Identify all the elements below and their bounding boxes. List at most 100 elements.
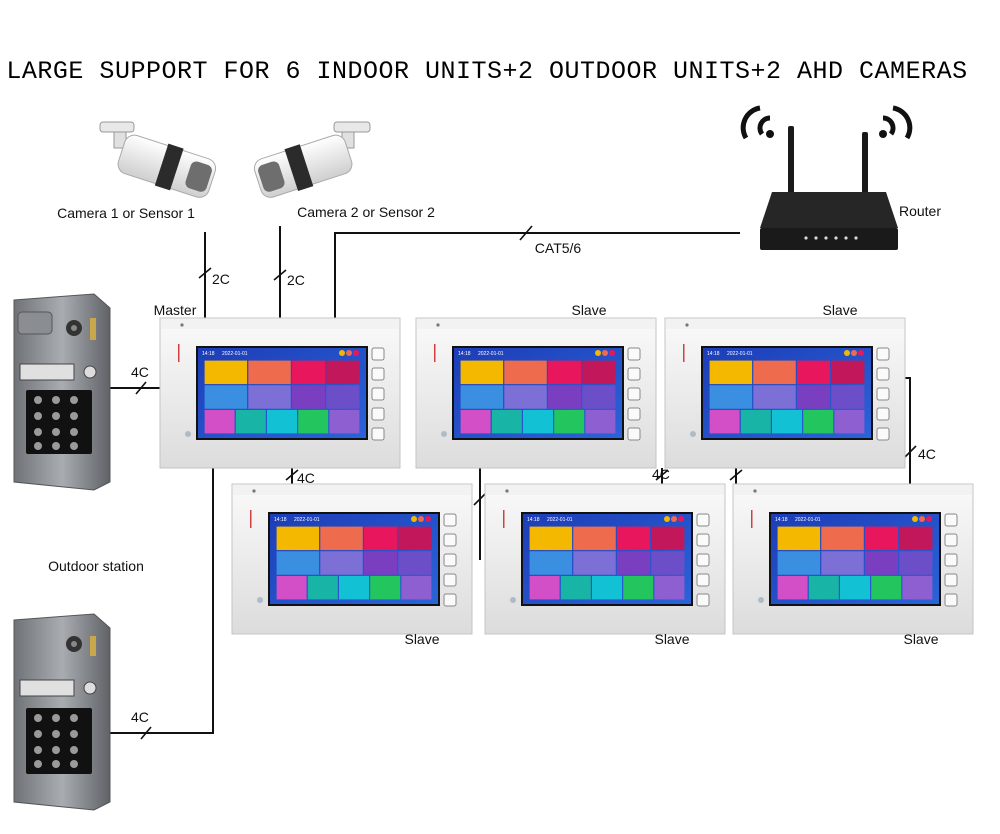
slave-label-top-1: Slave bbox=[571, 302, 606, 318]
screen-tile bbox=[307, 575, 338, 600]
screen-tile bbox=[840, 575, 870, 600]
monitor-side-button[interactable] bbox=[627, 367, 641, 381]
monitor-side-button[interactable] bbox=[876, 427, 890, 441]
screen-tile bbox=[709, 385, 753, 409]
screen-tile bbox=[808, 575, 839, 600]
screen-tile bbox=[326, 360, 360, 385]
screen-tile bbox=[592, 575, 622, 600]
screen-tile bbox=[864, 526, 899, 551]
screen-tile bbox=[547, 360, 582, 385]
slave-label-top-2: Slave bbox=[822, 302, 857, 318]
screen-tile bbox=[523, 409, 553, 434]
camera-2-label: Camera 2 or Sensor 2 bbox=[297, 204, 435, 220]
monitor-side-button[interactable] bbox=[876, 407, 890, 421]
monitor-side-button[interactable] bbox=[371, 407, 385, 421]
screen-tile bbox=[582, 385, 616, 409]
outdoor-2-wire-label: 4C bbox=[131, 709, 149, 725]
monitor-side-button[interactable] bbox=[944, 593, 958, 607]
screen-tile bbox=[504, 360, 547, 385]
screen-tile bbox=[777, 551, 821, 575]
monitor-side-button[interactable] bbox=[371, 367, 385, 381]
screen-tile bbox=[899, 551, 933, 575]
screen-time: 14:18 bbox=[527, 517, 540, 523]
screen-tile bbox=[585, 409, 616, 434]
screen-tile bbox=[529, 526, 573, 551]
screen-tile bbox=[573, 551, 616, 575]
monitor-side-button[interactable] bbox=[696, 573, 710, 587]
screen-date: 2022-01-01 bbox=[222, 351, 248, 357]
screen-tile bbox=[560, 575, 591, 600]
screen-tile bbox=[616, 551, 651, 575]
cat-cable-label: CAT5/6 bbox=[535, 240, 582, 256]
wires bbox=[108, 226, 911, 734]
screen-tile bbox=[326, 385, 360, 409]
monitor-side-button[interactable] bbox=[944, 513, 958, 527]
camera-1-wire-label: 2C bbox=[212, 271, 230, 287]
monitor-side-button[interactable] bbox=[443, 573, 457, 587]
screen-time: 14:18 bbox=[458, 351, 471, 357]
camera-2-wire-label: 2C bbox=[287, 272, 305, 288]
screen-tile bbox=[831, 360, 865, 385]
monitor-side-button[interactable] bbox=[696, 533, 710, 547]
screen-tile bbox=[772, 409, 802, 434]
screen-tile bbox=[204, 409, 235, 434]
slave-label-bottom-1: Slave bbox=[404, 631, 439, 647]
router-label: Router bbox=[899, 203, 941, 219]
monitor-side-button[interactable] bbox=[443, 593, 457, 607]
router-icon bbox=[740, 105, 913, 250]
monitor-side-button[interactable] bbox=[627, 347, 641, 361]
screen-tile bbox=[777, 526, 821, 551]
screen-tile bbox=[902, 575, 933, 600]
monitor-side-button[interactable] bbox=[876, 387, 890, 401]
monitor-side-button[interactable] bbox=[876, 347, 890, 361]
camera-1-label: Camera 1 or Sensor 1 bbox=[57, 205, 195, 221]
screen-tile bbox=[871, 575, 902, 600]
wire-outdoor2 bbox=[108, 468, 214, 734]
screen-tile bbox=[291, 385, 326, 409]
outdoor-station-label: Outdoor station bbox=[48, 558, 144, 574]
master-bottom-wire-label: 4C bbox=[297, 470, 315, 486]
screen-tile bbox=[401, 575, 432, 600]
monitor-side-button[interactable] bbox=[443, 553, 457, 567]
monitor-side-button[interactable] bbox=[696, 593, 710, 607]
monitor-side-button[interactable] bbox=[371, 387, 385, 401]
screen-tile bbox=[796, 360, 831, 385]
screen-tile bbox=[899, 526, 933, 551]
monitor-side-button[interactable] bbox=[371, 427, 385, 441]
monitor-side-button[interactable] bbox=[443, 513, 457, 527]
bottom-2-wire-label: 4C bbox=[652, 466, 670, 482]
monitor-side-button[interactable] bbox=[627, 407, 641, 421]
slave-label-bottom-2: Slave bbox=[654, 631, 689, 647]
screen-date: 2022-01-01 bbox=[294, 517, 320, 523]
monitor-side-button[interactable] bbox=[944, 573, 958, 587]
screen-tile bbox=[651, 551, 685, 575]
camera-2-icon bbox=[253, 121, 371, 198]
monitor-side-button[interactable] bbox=[627, 387, 641, 401]
screen-time: 14:18 bbox=[202, 351, 215, 357]
screen-tile bbox=[504, 385, 547, 409]
screen-tile bbox=[554, 409, 585, 434]
monitor-side-button[interactable] bbox=[371, 347, 385, 361]
screen-tile bbox=[204, 360, 248, 385]
outdoor-1-wire-label: 4C bbox=[131, 364, 149, 380]
screen-tile bbox=[460, 360, 504, 385]
screen-tile bbox=[709, 360, 753, 385]
monitor-side-button[interactable] bbox=[627, 427, 641, 441]
screen-tile bbox=[616, 526, 651, 551]
screen-tile bbox=[460, 385, 504, 409]
monitor-side-button[interactable] bbox=[443, 533, 457, 547]
monitor-side-button[interactable] bbox=[876, 367, 890, 381]
wire-router bbox=[334, 232, 740, 318]
monitor-side-button[interactable] bbox=[696, 513, 710, 527]
screen-tile bbox=[821, 526, 864, 551]
monitor-side-button[interactable] bbox=[696, 553, 710, 567]
screen-tile bbox=[267, 409, 297, 434]
screen-date: 2022-01-01 bbox=[478, 351, 504, 357]
slave-label-bottom-3: Slave bbox=[903, 631, 938, 647]
screen-tile bbox=[547, 385, 582, 409]
screen-tile bbox=[298, 409, 329, 434]
screen-tile bbox=[740, 409, 771, 434]
monitor-side-button[interactable] bbox=[944, 553, 958, 567]
monitor-side-button[interactable] bbox=[944, 533, 958, 547]
